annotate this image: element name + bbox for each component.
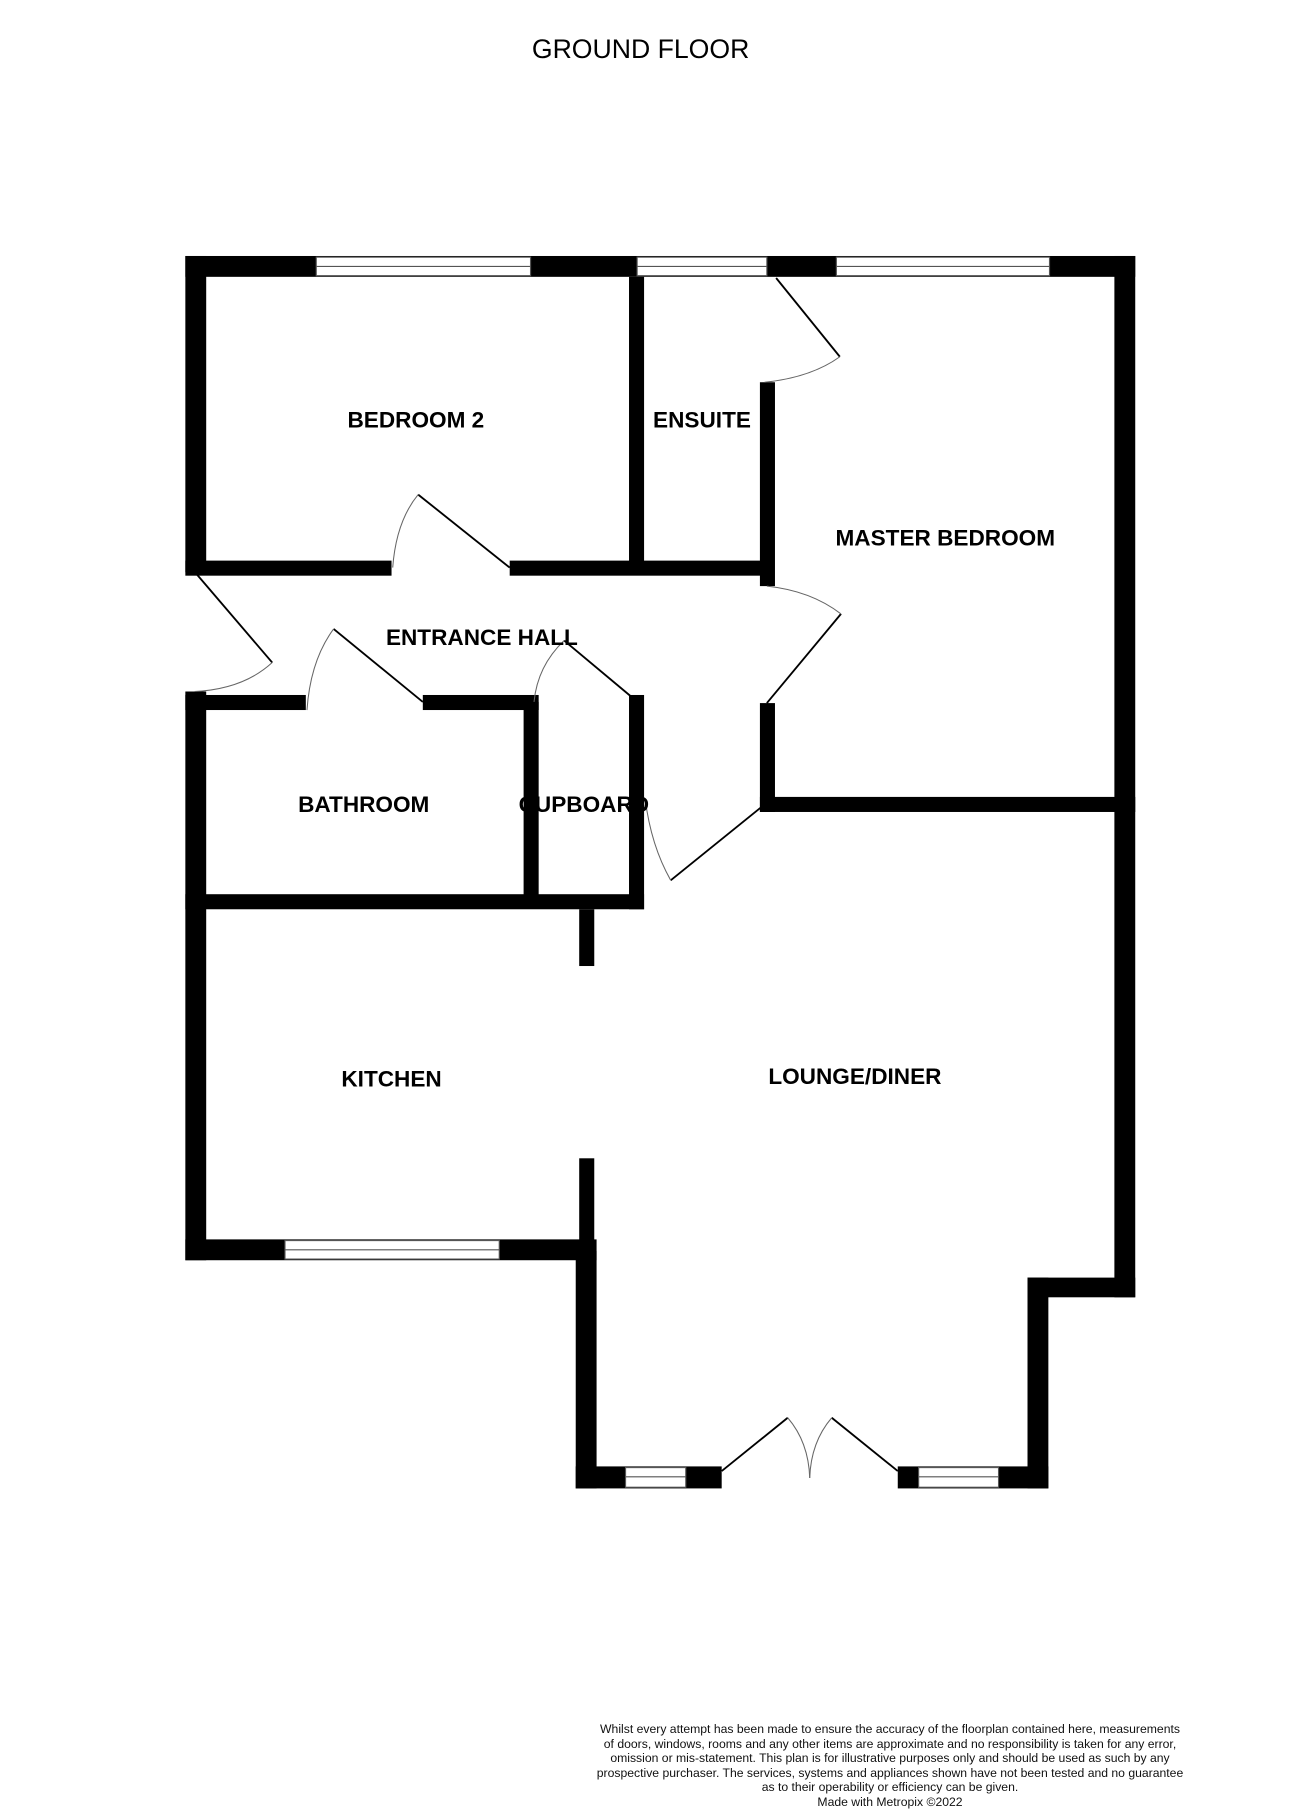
cupboard-door: [533, 639, 636, 702]
master-bedroom-door: [766, 585, 842, 704]
master-bottom-wall: [759, 796, 1136, 812]
window: [918, 1466, 1000, 1488]
room-label-lounge-diner: LOUNGE/DINER: [768, 1064, 941, 1089]
ensuite-master-wall: [759, 382, 775, 587]
front-door: [194, 573, 273, 693]
window: [624, 1466, 687, 1488]
disclaimer-line: as to their operability or efficiency ca…: [761, 1780, 1019, 1795]
room-label-kitchen: KITCHEN: [341, 1066, 441, 1091]
window: [315, 256, 532, 277]
room-labels: BEDROOM 2 ENSUITE MASTER BEDROOM ENTRANC…: [298, 407, 1055, 1091]
disclaimer-line: omission or mis-statement. This plan is …: [610, 1751, 1170, 1766]
bathroom-top-wall-left: [185, 694, 306, 711]
doors: [194, 277, 899, 1479]
window: [284, 1239, 500, 1260]
windows: [284, 256, 1051, 1488]
lounge-door: [644, 799, 762, 882]
credit: Made with Metropix ©2022: [817, 1794, 963, 1809]
floor-title: GROUND FLOOR: [532, 34, 749, 64]
room-label-bathroom: BATHROOM: [298, 792, 429, 817]
bedroom2-bottom-wall-left: [185, 560, 392, 576]
kitchen-stub-upper: [579, 909, 595, 967]
disclaimer-line: of doors, windows, rooms and any other i…: [603, 1736, 1177, 1751]
room-label-entrance-hall: ENTRANCE HALL: [386, 625, 578, 650]
bathroom-door: [306, 628, 424, 711]
room-label-cupboard: CUPBOARD: [519, 792, 649, 817]
window: [636, 256, 768, 277]
left-wall-lower: [185, 691, 207, 1261]
cupboard-right-wall: [629, 694, 645, 910]
ensuite-door: [764, 277, 841, 383]
right-wall: [1114, 255, 1136, 1298]
lounge-right-wall: [1027, 1277, 1049, 1489]
left-wall-bedroom2: [185, 255, 207, 573]
bedroom2-ensuite-wall: [629, 276, 645, 575]
bathroom-bottom-wall: [185, 894, 645, 910]
disclaimer: Whilst every attempt has been made to en…: [560, 1722, 1220, 1810]
bathroom-cupboard-wall: [523, 701, 539, 904]
patio-doors: [721, 1417, 899, 1479]
kitchen-stub-lower: [579, 1158, 595, 1261]
room-label-master-bedroom: MASTER BEDROOM: [835, 526, 1055, 551]
room-label-ensuite: ENSUITE: [653, 407, 751, 432]
room-label-bedroom2: BEDROOM 2: [347, 407, 484, 432]
master-hall-wall: [759, 703, 775, 812]
lounge-left-wall: [575, 1250, 597, 1489]
bathroom-top-wall-right: [422, 694, 539, 711]
disclaimer-line: Whilst every attempt has been made to en…: [600, 1722, 1180, 1736]
bedroom2-door: [392, 493, 511, 569]
disclaimer-line: prospective purchaser. The services, sys…: [596, 1765, 1184, 1780]
window: [835, 256, 1051, 277]
lounge-step-wall: [1027, 1277, 1136, 1298]
walls: [185, 255, 1136, 1489]
